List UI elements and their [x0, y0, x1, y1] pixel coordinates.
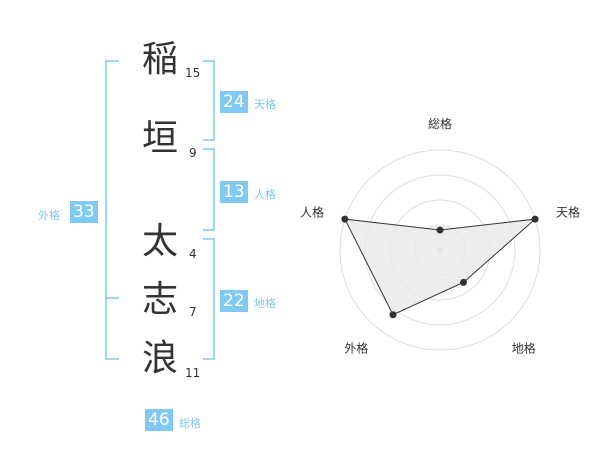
- jinkaku-bracket: [203, 148, 215, 231]
- name-char-1: 稲: [142, 39, 179, 80]
- name-char-3: 太: [142, 221, 179, 262]
- jinkaku-badge: 13: [220, 181, 248, 203]
- chikaku-label: 地格: [254, 297, 276, 310]
- soukaku-badge: 46: [145, 409, 173, 431]
- gaikaku-bracket: [105, 60, 119, 360]
- tenkaku-label: 天格: [254, 98, 276, 111]
- radar-axis-label-4: 外格: [344, 341, 368, 356]
- radar-point-5: [341, 215, 349, 223]
- gaikaku-badge: 33: [70, 201, 98, 223]
- jinkaku-label: 人格: [254, 188, 276, 201]
- name-char-5: 浪: [142, 338, 179, 379]
- radar-point-3: [460, 278, 468, 286]
- radar-axis-label-2: 天格: [556, 204, 580, 219]
- gaikaku-label: 外格: [38, 209, 60, 222]
- tenkaku-bracket: [203, 60, 215, 141]
- stroke-count-5: 11: [185, 366, 201, 380]
- stroke-count-2: 9: [189, 146, 197, 160]
- radar-point-1: [436, 226, 444, 234]
- chikaku-badge: 22: [220, 290, 248, 312]
- radar-point-2: [531, 215, 539, 223]
- radar-axis-label-5: 人格: [300, 204, 324, 219]
- radar-axis-label-1: 総格: [428, 116, 452, 131]
- stroke-count-4: 7: [189, 305, 197, 319]
- radar-point-4: [389, 311, 397, 319]
- chikaku-bracket: [203, 238, 215, 360]
- tenkaku-badge: 24: [220, 91, 248, 113]
- stroke-count-1: 15: [185, 66, 201, 80]
- soukaku-label: 総格: [179, 417, 201, 430]
- radar-axis-label-3: 地格: [512, 341, 536, 356]
- stroke-count-3: 4: [189, 247, 197, 261]
- radar-ring-4: [339, 149, 541, 351]
- name-char-2: 垣: [142, 118, 179, 159]
- radar-series-polygon: [344, 218, 537, 316]
- name-char-4: 志: [142, 279, 179, 320]
